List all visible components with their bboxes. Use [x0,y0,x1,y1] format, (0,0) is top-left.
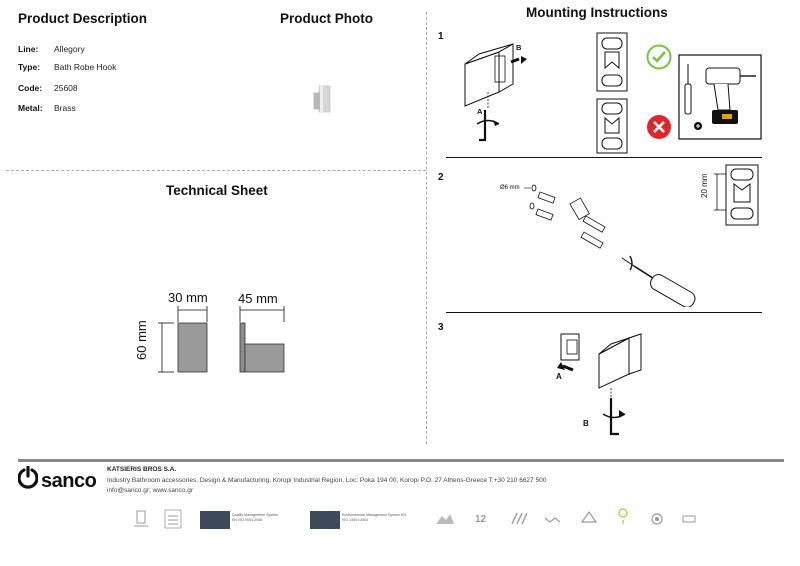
percent-brass-icon [164,509,182,529]
sun-icon [618,508,628,524]
bracket-correct-orientation [596,32,628,92]
spec-type-value: Bath Robe Hook [54,62,117,72]
spec-code-key: Code: [18,83,43,93]
step3-hook-illustration [557,333,642,436]
step-number-1: 1 [438,31,444,42]
product-description-heading: Product Description [18,11,148,26]
spec-type-key: Type: [18,62,41,72]
bracket-spacing-label: 20 mm [700,173,709,198]
cert-env-text: Environmental Management System EN ISO 1… [342,513,406,522]
recycle-icon [580,510,598,523]
step1-label-a: A [477,107,483,116]
step3-label-b: B [583,419,589,428]
company-name: KATSIERIS BROS S.A. [107,466,177,473]
step1-label-b: B [516,43,522,52]
company-address: Industry Bathroom accessories, Design & … [107,476,547,484]
spec-metal-key: Metal: [18,103,43,113]
dimension-depth-label: 45 mm [238,291,278,306]
bracket-wrong-orientation [596,98,628,154]
sanco-logo-icon [18,466,38,489]
spec-line: Line: Allegory [18,44,85,54]
company-info: KATSIERIS BROS S.A. Industry Bathroom ac… [107,465,546,497]
step3-label-a: A [556,372,562,381]
step-number-3: 3 [438,322,444,333]
step-divider-1 [446,157,762,158]
cross-icon [647,115,671,139]
cert-quality-badge-icon [200,511,230,529]
check-icon [646,44,672,70]
footer-rule [18,459,784,462]
shower-icon [682,515,696,523]
drill-diameter-label: Ø6 mm [500,185,520,191]
mounting-instructions-heading: Mounting Instructions [526,5,668,20]
swirl-icon [651,513,663,525]
technical-sheet-heading: Technical Sheet [166,183,268,198]
spec-code: Code: 25608 [18,83,78,93]
cert-environment: Environmental Management System EN ISO 1… [310,511,410,531]
step2-bracket-detail [714,164,759,226]
dimension-height-label: 60 mm [134,320,149,360]
spec-metal-value: Brass [54,103,76,113]
cert-quality-text: Quality Management System EN ISO 9001:20… [232,513,279,522]
mountain-icon [436,514,454,524]
slashes-icon [511,512,528,525]
dimension-width-label: 30 mm [168,290,208,305]
svg-text:12: 12 [475,514,487,525]
spec-line-value: Allegory [54,44,85,54]
spec-metal: Metal: Brass [18,103,76,113]
twelve-years-icon: 12 [475,514,487,525]
product-photo-heading: Product Photo [280,11,373,26]
step-divider-2 [446,312,762,313]
cert-env-badge-icon [310,511,340,529]
step2-assembly-illustration [524,184,696,307]
section-divider-horizontal [6,170,426,171]
spec-code-value: 25608 [54,83,78,93]
wave-icon [544,517,561,523]
tools-required-box [678,54,762,140]
hotels-icon [134,510,148,527]
step1-hook-illustration [464,43,527,142]
section-divider-vertical [426,12,427,444]
technical-drawing [158,306,285,373]
step-number-2: 2 [438,172,444,183]
spec-type: Type: Bath Robe Hook [18,62,116,72]
spec-line-key: Line: [18,44,39,54]
brand-name: sanco [41,470,97,492]
cert-quality: Quality Management System EN ISO 9001:20… [200,511,280,531]
product-photo [313,85,331,113]
company-contact: info@sanco.gr; www.sanco.gr [107,487,194,494]
